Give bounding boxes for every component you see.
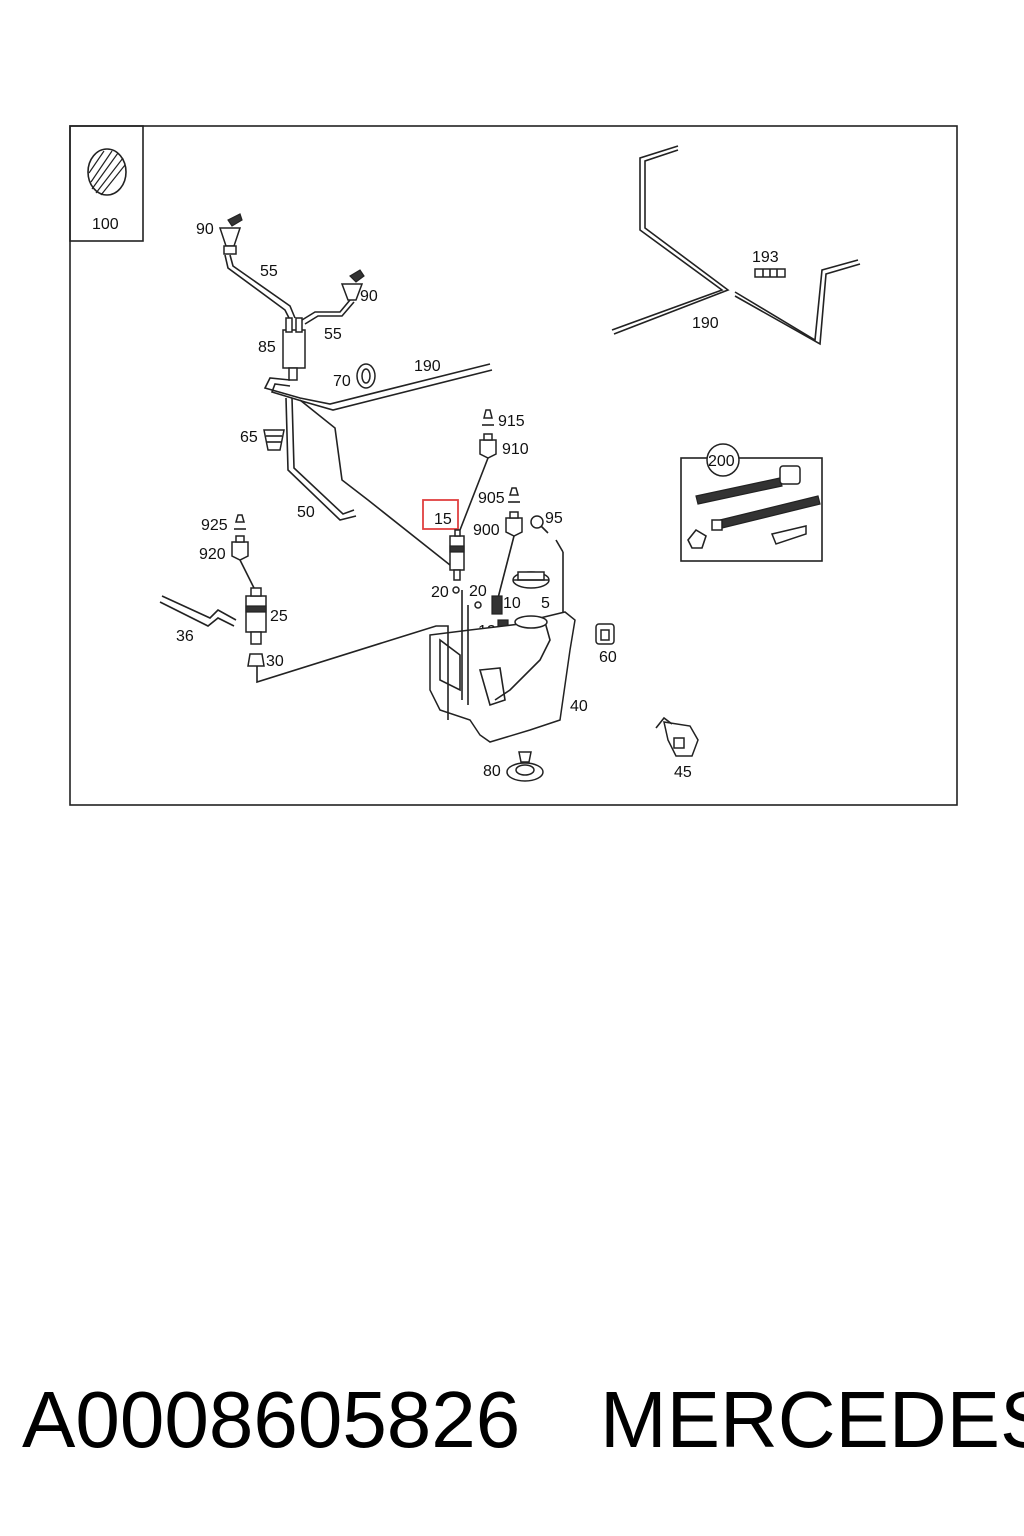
callout-15: 15 bbox=[434, 511, 452, 528]
callout-200: 200 bbox=[708, 453, 735, 470]
callout-100: 100 bbox=[92, 216, 119, 233]
line-190-upper-b bbox=[270, 369, 493, 411]
callout-90-right: 90 bbox=[360, 288, 378, 305]
screw-95 bbox=[530, 515, 549, 534]
callout-905: 905 bbox=[478, 490, 505, 507]
callout-85: 85 bbox=[258, 339, 276, 356]
leader-900 bbox=[497, 535, 515, 599]
hose-36-b bbox=[159, 601, 235, 627]
line-190-right bbox=[611, 145, 724, 331]
callout-20-right: 20 bbox=[469, 583, 487, 600]
pump-15 bbox=[449, 529, 465, 581]
callout-20-left: 20 bbox=[431, 584, 449, 601]
cap-925 bbox=[234, 514, 246, 530]
hose-50-b bbox=[291, 397, 355, 515]
callout-45: 45 bbox=[674, 764, 692, 781]
bracket-45 bbox=[655, 716, 699, 757]
callout-25: 25 bbox=[270, 608, 288, 625]
kit-200: 200 bbox=[680, 443, 823, 562]
plug-900 bbox=[505, 511, 523, 537]
sensor-10 bbox=[491, 595, 503, 615]
callout-193: 193 bbox=[752, 249, 779, 266]
clip-60 bbox=[595, 623, 615, 645]
leader-30 bbox=[256, 625, 449, 720]
callout-5: 5 bbox=[541, 595, 550, 612]
callout-910: 910 bbox=[502, 441, 529, 458]
hose-55-right bbox=[301, 299, 351, 321]
callout-95: 95 bbox=[545, 510, 563, 527]
callout-65: 65 bbox=[240, 429, 258, 446]
callout-55-left: 55 bbox=[260, 263, 278, 280]
hose-55-left-inner bbox=[229, 254, 296, 319]
part-number: A0008605826 bbox=[22, 1375, 521, 1464]
plug-920 bbox=[231, 535, 249, 561]
hose-55-right-inner bbox=[304, 301, 355, 325]
nozzle-90-right bbox=[340, 269, 365, 301]
callout-190-right: 190 bbox=[692, 315, 719, 332]
callout-90-left: 90 bbox=[196, 221, 214, 238]
callout-55-right: 55 bbox=[324, 326, 342, 343]
callout-925: 925 bbox=[201, 517, 228, 534]
parts-diagram: 100 90 90 55 55 85 190 70 190 bbox=[69, 125, 958, 806]
cap-905 bbox=[508, 487, 520, 503]
callout-920: 920 bbox=[199, 546, 226, 563]
highlight-box-15 bbox=[422, 499, 459, 530]
callout-70: 70 bbox=[333, 373, 351, 390]
grommet-80 bbox=[506, 751, 544, 782]
callout-900: 900 bbox=[473, 522, 500, 539]
grommet-70 bbox=[356, 363, 376, 389]
plug-910 bbox=[479, 433, 497, 459]
reservoir-40 bbox=[429, 539, 576, 743]
footer: A0008605826 MERCEDES bbox=[0, 1365, 1024, 1475]
callout-80: 80 bbox=[483, 763, 501, 780]
washer-20-right bbox=[474, 601, 482, 609]
leader-920 bbox=[239, 559, 255, 589]
callout-30: 30 bbox=[266, 653, 284, 670]
callout-10: 10 bbox=[503, 595, 521, 612]
hose-55-left bbox=[224, 254, 291, 321]
filler-cap-5 bbox=[512, 571, 550, 589]
washer-20-left bbox=[452, 586, 460, 594]
callout-915: 915 bbox=[498, 413, 525, 430]
callout-190-upper: 190 bbox=[414, 358, 441, 375]
cap-915 bbox=[482, 409, 494, 426]
callout-60: 60 bbox=[599, 649, 617, 666]
hose-36 bbox=[161, 595, 237, 621]
leader-910 bbox=[459, 457, 489, 531]
hose-50 bbox=[285, 397, 357, 521]
connector-193 bbox=[754, 268, 786, 278]
legend-box-100: 100 bbox=[69, 125, 144, 242]
line-190-right-b bbox=[613, 149, 730, 335]
hose-50-c bbox=[299, 399, 451, 566]
brand-name: MERCEDES bbox=[600, 1375, 1024, 1464]
connector-85 bbox=[282, 317, 306, 381]
pump-25 bbox=[245, 587, 267, 645]
callout-40: 40 bbox=[570, 698, 588, 715]
line-190-upper bbox=[263, 363, 491, 405]
line-190-right-d bbox=[734, 263, 861, 346]
callout-36: 36 bbox=[176, 628, 194, 645]
line-190-right-c bbox=[734, 259, 859, 342]
nozzle-90-left bbox=[218, 213, 243, 255]
diagram-frame bbox=[69, 125, 958, 806]
clip-65 bbox=[263, 429, 285, 451]
grommet-30 bbox=[247, 653, 265, 667]
callout-50: 50 bbox=[297, 504, 315, 521]
